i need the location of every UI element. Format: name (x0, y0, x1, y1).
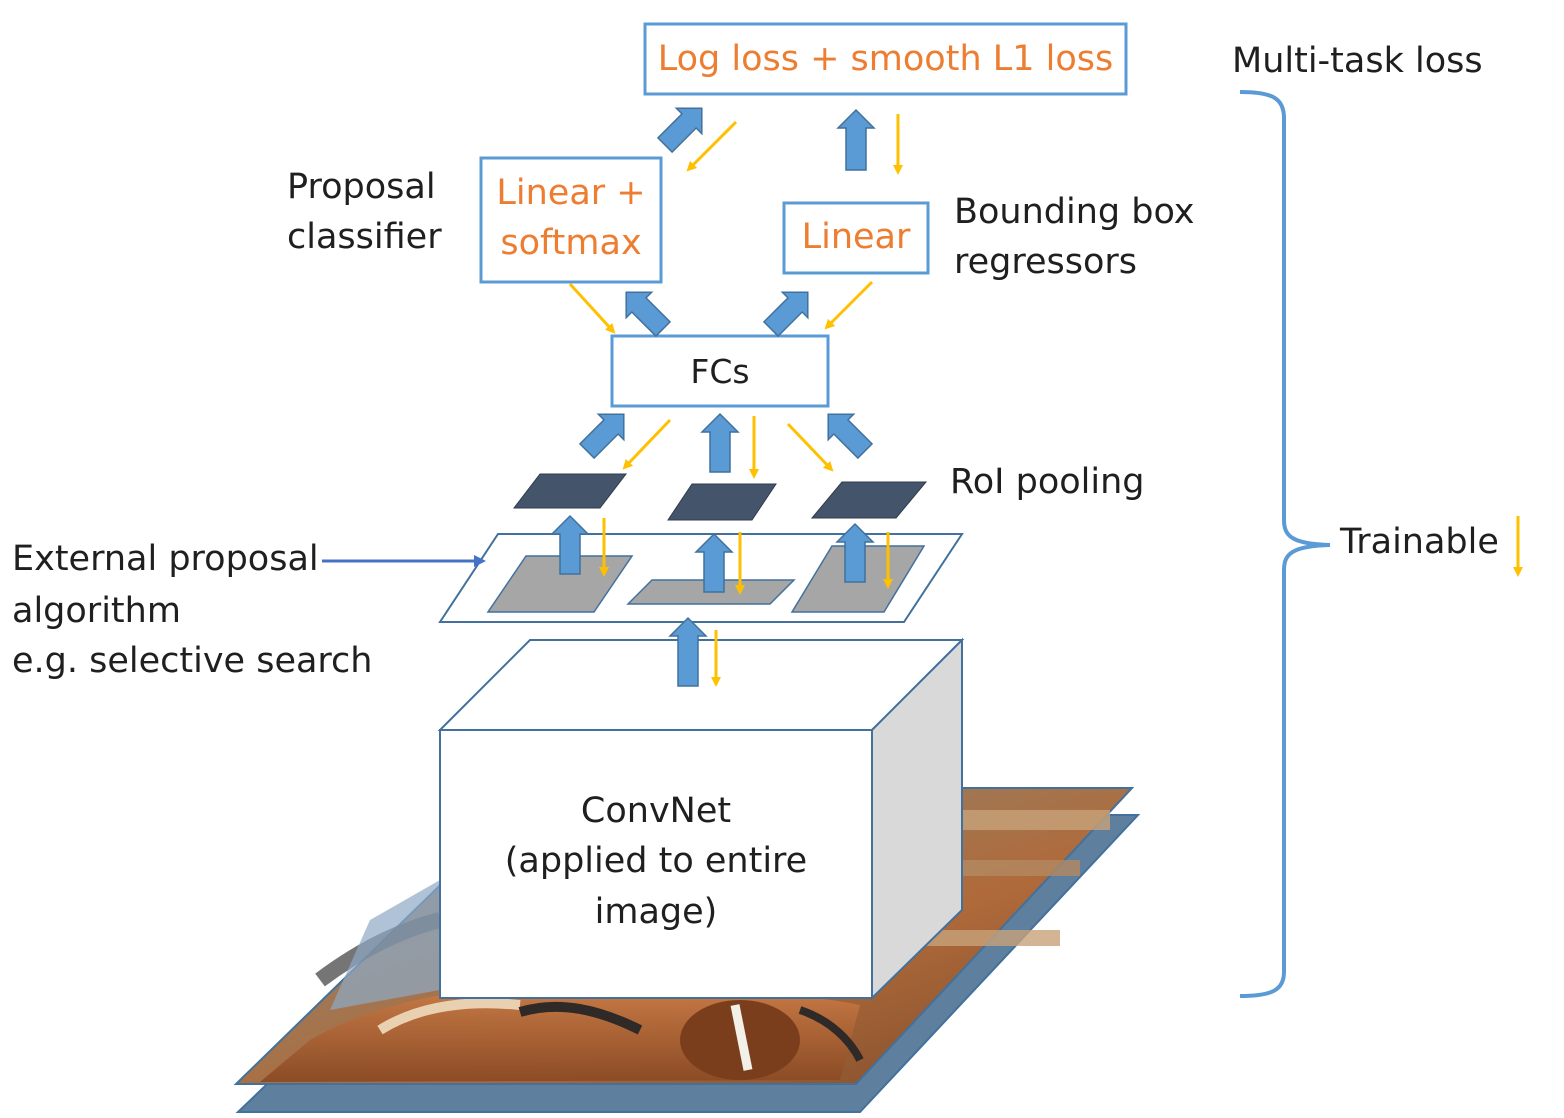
yellow-thin-arrow-icon (568, 282, 616, 334)
bounding-box-regressors-title-line2: regressors (954, 242, 1138, 282)
convnet-cube-front (439, 729, 873, 999)
convnet-label-line2: (applied to entire (504, 841, 808, 881)
trainable-label: Trainable (1340, 522, 1499, 562)
blue-block-arrow-icon (836, 108, 876, 171)
forward-arrows (550, 107, 876, 687)
yellow-thin-arrow-icon (686, 120, 738, 172)
convnet-label-line1: ConvNet (580, 791, 732, 831)
external-proposal-label-line3: e.g. selective search (12, 641, 373, 681)
blue-block-arrow-icon (625, 291, 672, 338)
proposal-classifier-title-line1: Proposal (287, 167, 436, 207)
convnet-label-line3: image) (594, 892, 718, 932)
multi-task-loss-label: Multi-task loss (1232, 41, 1483, 81)
yellow-thin-arrow-icon (824, 280, 874, 330)
roi-feature-1 (512, 473, 628, 509)
external-proposal-label-line1: External proposal (12, 539, 319, 579)
proposal-classifier-title-line2: classifier (287, 217, 442, 257)
blue-block-arrow-icon (668, 616, 708, 687)
classifier-box (479, 156, 663, 284)
blue-block-arrow-icon (835, 522, 875, 583)
fcs-box-label: FCs (690, 352, 750, 391)
blue-block-arrow-icon (700, 412, 740, 473)
horse-photo-image (260, 810, 1110, 1082)
classifier-box-label-line1: Linear + (496, 173, 646, 213)
external-proposal-label-line2: algorithm (12, 591, 181, 631)
classifier-box-label-line2: softmax (500, 223, 642, 263)
gradient-arrows (568, 114, 1523, 687)
yellow-thin-arrow-icon (786, 422, 834, 472)
regressor-box-label: Linear (801, 217, 911, 257)
convnet-cube-top (437, 639, 965, 731)
roi-pooling-label: RoI pooling (950, 462, 1145, 502)
fcs-box (610, 334, 830, 408)
blue-block-arrow-icon (827, 413, 874, 460)
blue-block-arrow-icon (578, 413, 625, 460)
blue-block-arrow-icon (550, 514, 590, 575)
blue-block-arrow-icon (762, 291, 809, 338)
right-curly-brace-icon (1239, 90, 1331, 998)
loss-box-label: Log loss + smooth L1 loss (657, 39, 1114, 79)
convnet-cube (437, 637, 965, 1001)
blue-block-arrow-icon (694, 532, 734, 593)
roi-pooled-features (512, 473, 928, 521)
bounding-box-regressors-title-line1: Bounding box (954, 192, 1195, 232)
loss-box (643, 22, 1128, 96)
roi-feature-3 (810, 481, 928, 519)
proposal-region-1 (486, 555, 634, 613)
regressor-box (782, 201, 930, 275)
blue-block-arrow-icon (656, 107, 703, 154)
yellow-thin-arrow-icon (622, 418, 672, 470)
roi-feature-2 (667, 483, 777, 521)
